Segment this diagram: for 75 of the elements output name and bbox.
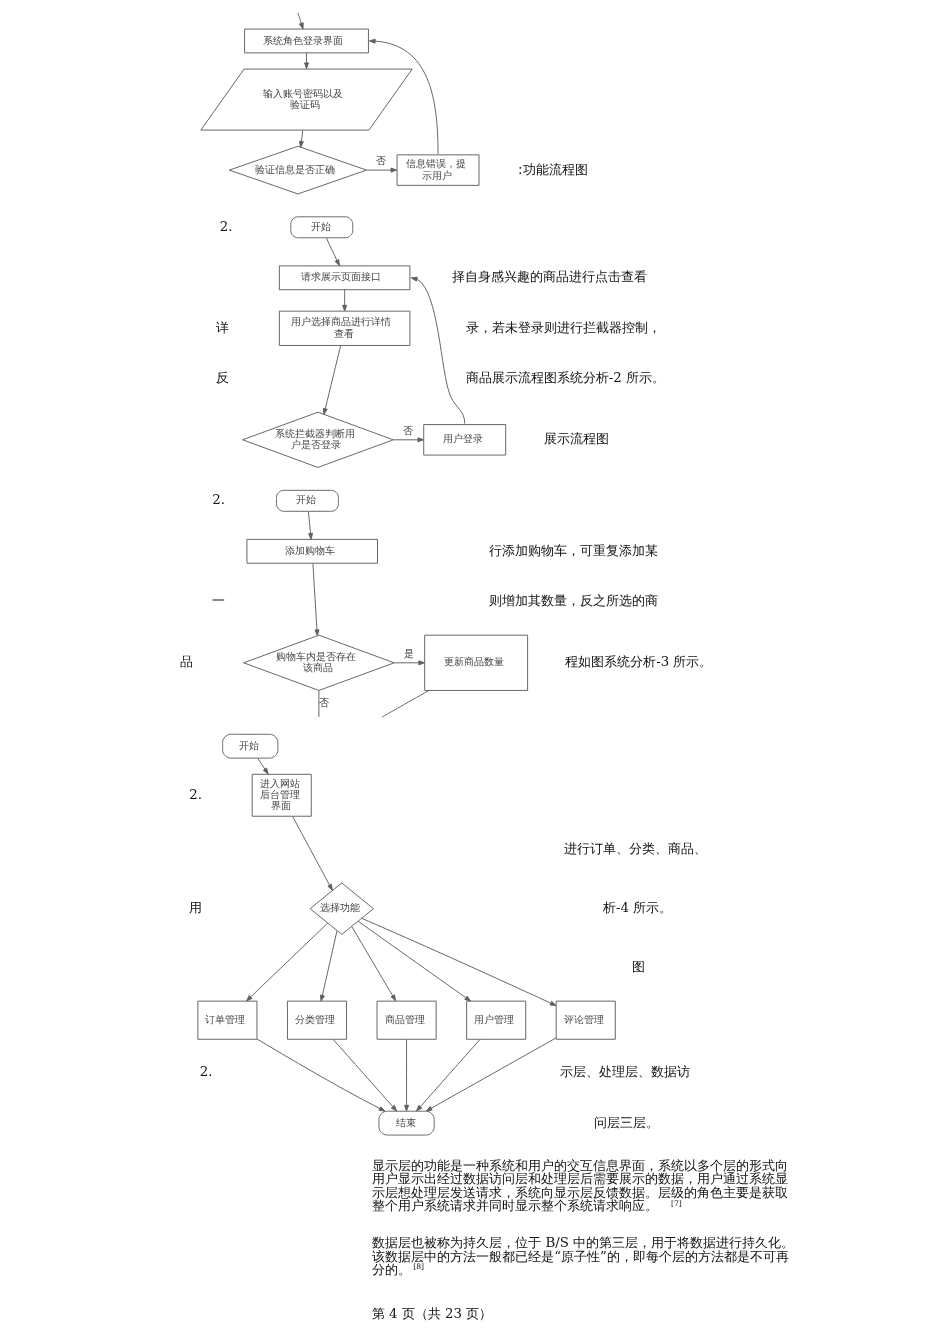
label: 2. bbox=[211, 492, 225, 508]
connector bbox=[380, 689, 429, 718]
label: 行添加购物车，可重复添加某 bbox=[488, 542, 658, 558]
edge-label: 否 bbox=[402, 423, 413, 436]
node-box: 开始 bbox=[289, 216, 353, 239]
label: 2. bbox=[199, 1064, 212, 1080]
label: :功能流程图 bbox=[517, 161, 588, 177]
arrow bbox=[357, 920, 471, 1002]
arrow bbox=[307, 511, 313, 540]
arrow bbox=[350, 926, 396, 1002]
label: 反 bbox=[215, 370, 229, 386]
arrow bbox=[341, 289, 347, 312]
label: 品 bbox=[179, 654, 193, 670]
node-box: 更新商品数量 bbox=[423, 634, 528, 691]
node-box: 进入网站后台管理界面 bbox=[251, 773, 312, 817]
arrow bbox=[311, 563, 319, 636]
node-diamond: 系统拦截器判断用户是否登录 bbox=[241, 411, 394, 468]
label: 数据层也被称为持久层，位于 B/S 中的第三层，用于将数据进行持久化。该数据层中的方法一般都已经是“原子性”的，即每个层的方法都是不可再分的。$^{[8]}$ bbox=[371, 1235, 794, 1277]
connector bbox=[317, 689, 319, 718]
label: 2. bbox=[219, 218, 232, 234]
arrow bbox=[415, 1039, 480, 1112]
node-box: 添加购物车 bbox=[245, 538, 378, 564]
node-box: 商品管理 bbox=[376, 1000, 437, 1040]
edge-label: 否 bbox=[318, 696, 329, 709]
label: 第 4 页（共 23 页） bbox=[371, 1306, 492, 1322]
arrow bbox=[368, 38, 438, 155]
arrow bbox=[410, 276, 465, 425]
node-box: 评论管理 bbox=[555, 1000, 616, 1040]
arrow bbox=[392, 437, 424, 443]
label: 析-4 所示。 bbox=[602, 900, 672, 916]
label: 择自身感兴趣的商品进行点击查看 bbox=[451, 269, 647, 285]
label: 示层、处理层、数据访 bbox=[559, 1064, 690, 1080]
arrow bbox=[393, 660, 425, 666]
arrow bbox=[425, 1037, 557, 1112]
arrow bbox=[297, 12, 304, 30]
edge-label: 否 bbox=[375, 154, 386, 167]
node-box: 分类管理 bbox=[286, 1000, 347, 1040]
arrow bbox=[298, 129, 304, 148]
label: 则增加其数量，反之所选的商 bbox=[488, 593, 658, 609]
node-diamond: 购物车内是否存在该商品 bbox=[242, 634, 395, 691]
arrow bbox=[245, 922, 328, 1002]
label: 录，若未登录则进行拦截器控制， bbox=[465, 319, 661, 335]
arrow bbox=[256, 1038, 385, 1112]
arrow bbox=[325, 237, 340, 267]
arrow bbox=[322, 345, 341, 415]
arrow bbox=[291, 815, 333, 891]
node-box: 信息错误，提示用户 bbox=[396, 154, 479, 186]
node-box: 用户登录 bbox=[422, 424, 506, 456]
node-box: 系统角色登录界面 bbox=[243, 28, 369, 54]
arrow bbox=[256, 757, 269, 775]
node-box: 用户选择商品进行详情查看 bbox=[278, 310, 410, 346]
arrow bbox=[303, 52, 309, 70]
label: 2. bbox=[188, 786, 202, 802]
label: 问层三层。 bbox=[593, 1114, 659, 1130]
arrow bbox=[403, 1039, 409, 1112]
arrow bbox=[319, 930, 337, 1002]
arrow bbox=[360, 917, 557, 1007]
label: 详 bbox=[215, 319, 229, 335]
label: 图 bbox=[631, 959, 645, 975]
label: 进行订单、分类、商品、 bbox=[563, 841, 707, 857]
arrow bbox=[332, 1039, 397, 1112]
label: 商品展示流程图系统分析-2 所示。 bbox=[465, 370, 665, 386]
node-diamond: 验证信息是否正确 bbox=[228, 145, 367, 195]
node-box: 订单管理 bbox=[196, 1000, 257, 1040]
label: 展示流程图 bbox=[543, 431, 609, 447]
arrow bbox=[365, 167, 397, 173]
edge-label: 是 bbox=[403, 646, 414, 659]
node-box: 请求展示页面接口 bbox=[278, 265, 410, 291]
label: 程如图系统分析-3 所示。 bbox=[564, 654, 712, 670]
label: 一 bbox=[211, 593, 225, 609]
label: 用 bbox=[188, 900, 202, 916]
node-box: 结束 bbox=[377, 1110, 435, 1136]
node-box: 开始 bbox=[275, 489, 339, 512]
node-box: 开始 bbox=[221, 733, 278, 759]
node-box: 用户管理 bbox=[465, 1000, 526, 1040]
